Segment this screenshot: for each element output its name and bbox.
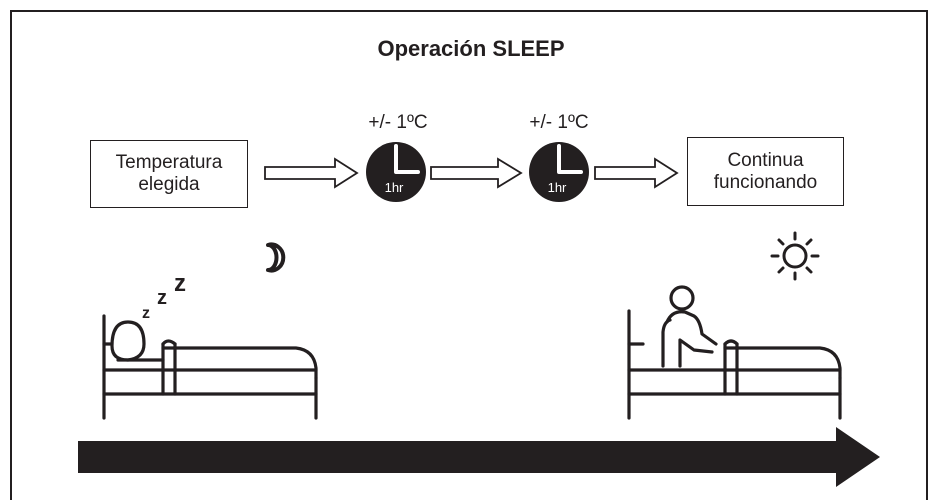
moon-icon	[266, 242, 286, 273]
step-2-temp-change: +/- 1ºC	[529, 112, 589, 133]
timeline-arrow-icon	[78, 427, 880, 487]
flow-arrow-3	[594, 157, 679, 189]
step-2-duration: 1hr	[548, 180, 567, 195]
end-box-line2: funcionando	[713, 171, 818, 193]
start-box-line1: Temperatura	[115, 152, 223, 173]
start-box-line2: elegida	[138, 174, 200, 195]
end-box-line1: Continua	[727, 149, 804, 171]
flow-arrow-2	[430, 157, 523, 189]
step-1-duration: 1hr	[385, 180, 404, 195]
step-1-temp-change: +/- 1ºC	[368, 112, 428, 133]
start-box: Temperatura elegida	[90, 140, 248, 208]
end-box: Continua funcionando	[687, 137, 844, 206]
waking-person-icon	[627, 285, 842, 420]
sleep-z-small: z	[142, 305, 150, 322]
clock-icon: 1hr	[529, 142, 589, 202]
diagram-title: Operación SLEEP	[377, 36, 565, 61]
clock-icon: 1hr	[366, 142, 426, 202]
sun-icon	[770, 231, 820, 281]
flow-arrow-1	[264, 157, 359, 189]
sleep-z-medium: z	[157, 287, 167, 309]
sleeping-person-icon	[102, 314, 318, 420]
diagram-frame	[10, 10, 928, 500]
sleep-z-large: z	[174, 270, 186, 297]
